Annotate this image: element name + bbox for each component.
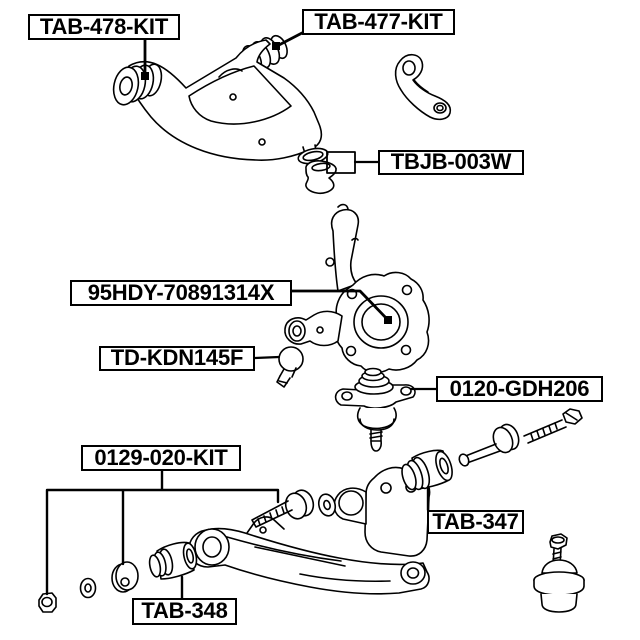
part-label-td-kdn145f[interactable]: TD-KDN145F <box>99 346 255 371</box>
part-label-tab-348[interactable]: TAB-348 <box>132 598 237 625</box>
idler-arm-drawing <box>394 53 452 121</box>
part-label-tab-347[interactable]: TAB-347 <box>427 510 524 534</box>
part-label-tab-477-kit[interactable]: TAB-477-KIT <box>302 9 455 35</box>
ball-joint-housing-drawing <box>533 533 585 613</box>
steering-knuckle-drawing <box>284 203 430 374</box>
upper-control-arm-drawing <box>112 34 323 164</box>
kit-branch-lines <box>45 469 280 596</box>
leader-square-hdy <box>384 316 392 324</box>
part-label-tbjb-003w[interactable]: TBJB-003W <box>378 150 524 175</box>
front-lower-ball-joint-drawing <box>334 367 416 452</box>
leader-square-tab478 <box>141 72 149 80</box>
camber-bolt-drawing <box>458 408 583 467</box>
leader-square-tab477 <box>272 42 280 50</box>
part-label-tab-478-kit[interactable]: TAB-478-KIT <box>28 14 180 40</box>
nut-drawing <box>38 592 57 613</box>
ball-joint-boot-kit-drawing <box>297 147 337 195</box>
ball-stud-drawing <box>276 346 304 388</box>
part-label-0120-gdh206[interactable]: 0120-GDH206 <box>436 376 603 402</box>
leader-lines <box>45 31 438 600</box>
bushing-347-drawing <box>401 449 453 491</box>
part-label-95hdy-70891314x[interactable]: 95HDY-70891314X <box>70 280 292 306</box>
lower-control-arm-drawing <box>188 466 431 595</box>
bushing-348-drawing <box>148 541 198 580</box>
tbjb-bracket <box>326 151 356 174</box>
part-label-0129-020-kit[interactable]: 0129-020-KIT <box>81 445 241 471</box>
washer-drawing <box>79 577 97 599</box>
cam-washer-drawing <box>111 561 139 593</box>
